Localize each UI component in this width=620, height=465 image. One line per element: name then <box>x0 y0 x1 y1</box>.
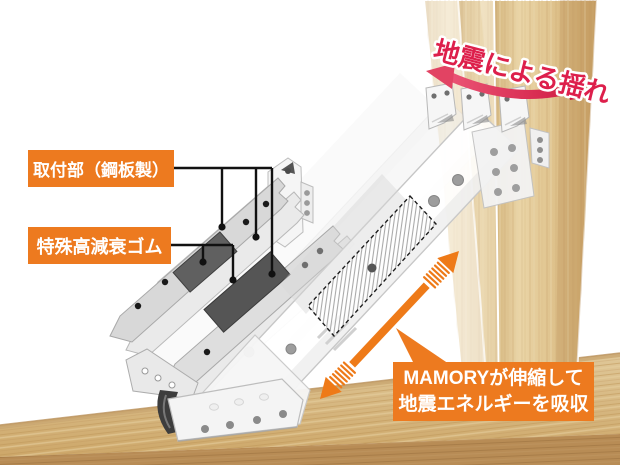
callout-pointer <box>396 328 452 366</box>
damper-unit <box>157 107 550 442</box>
post-junction-plate <box>471 119 550 209</box>
leader-dots <box>199 223 276 284</box>
leader-lines <box>171 166 274 277</box>
energy-absorb-line2: 地震エネルギーを吸収 <box>398 393 589 415</box>
exploded-damper-parts <box>109 157 358 401</box>
mounting-part-label: 取付部（鋼板製） <box>28 150 174 187</box>
rubber-block-2 <box>203 251 291 333</box>
damper-foot <box>157 334 311 442</box>
rubber-zone-ghost <box>280 174 408 314</box>
damping-rubber-label: 特殊高減衰ゴム <box>28 227 171 264</box>
mounting-part-text: 取付部（鋼板製） <box>33 161 169 180</box>
plate-b-foot-bracket <box>125 348 199 400</box>
damping-rubber-text: 特殊高減衰ゴム <box>36 236 163 257</box>
energy-absorb-line1: MAMORYが伸縮して <box>403 367 584 389</box>
damper-rubber-hatch-area <box>307 194 437 338</box>
top-bracket <box>425 82 457 130</box>
stretch-double-arrow-icon <box>320 251 459 399</box>
energy-absorb-callout: MAMORYが伸縮して 地震エネルギーを吸収 <box>393 362 594 421</box>
sway-double-arrow-icon <box>426 63 593 100</box>
